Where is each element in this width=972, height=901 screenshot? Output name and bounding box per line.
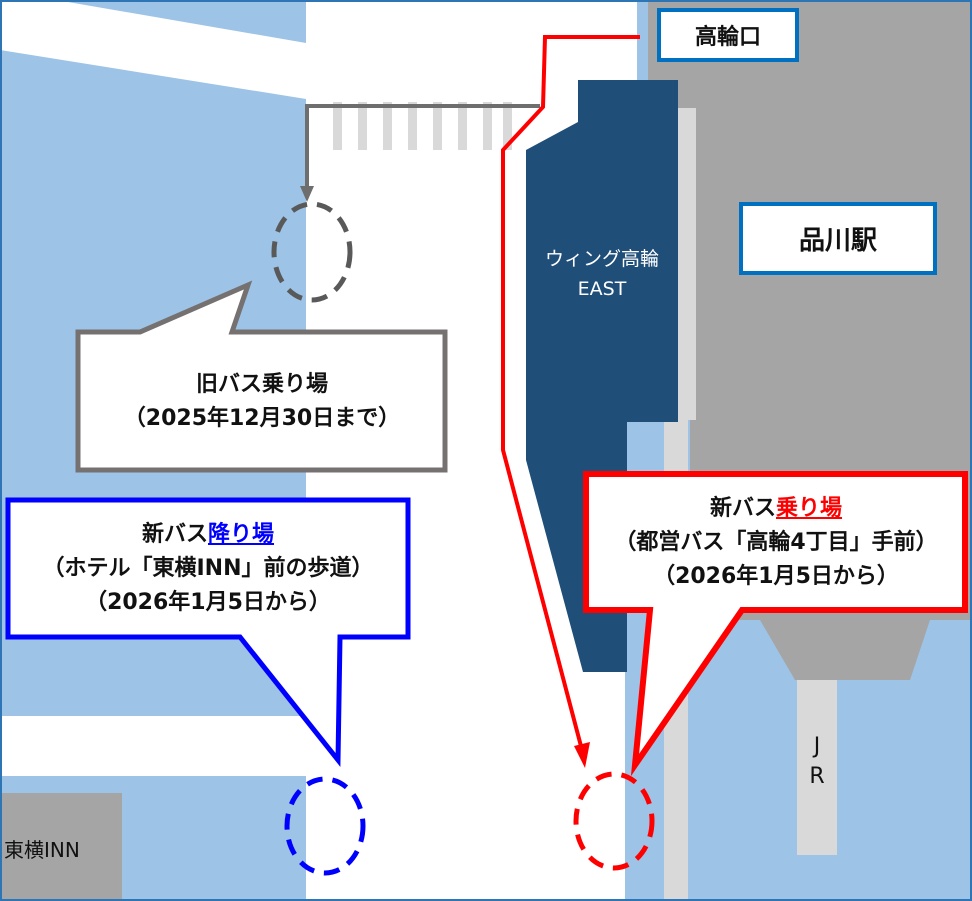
new-boarding-route-line xyxy=(501,35,640,751)
jr-j: J xyxy=(813,734,821,759)
old-route-arrow xyxy=(300,186,314,202)
wing-line1: ウィング高輪 xyxy=(544,248,659,270)
new-boarding-date: （2026年1月5日から） xyxy=(653,564,899,589)
old-route-line xyxy=(305,104,540,190)
jr-r: R xyxy=(809,764,825,789)
shinagawa-station-text: 品川駅 xyxy=(798,226,877,256)
new-boarding-prefix: 新バス xyxy=(709,496,776,521)
new-boarding-location: （都営バス「高輪4丁目」手前） xyxy=(614,530,938,555)
toyoko-inn-label: 東横INN xyxy=(4,838,80,862)
new-drop-prefix: 新バス xyxy=(141,522,208,547)
new-boarding-route-arrow xyxy=(574,742,590,768)
wing-takanawa-east-building xyxy=(526,80,678,672)
crosswalk xyxy=(333,102,512,150)
new-drop-text: 新バス降り場 （ホテル「東横INN」前の歩道） （2026年1月5日から） xyxy=(10,518,406,620)
wing-line2: EAST xyxy=(577,278,627,300)
toyoko-inn-building xyxy=(0,793,122,901)
new-boarding-highlight: 乗り場 xyxy=(776,496,843,521)
new-drop-stop-marker xyxy=(284,776,366,876)
jr-label: J R xyxy=(797,732,837,792)
new-drop-callout xyxy=(5,497,411,768)
new-drop-title: 新バス降り場 xyxy=(10,518,406,552)
new-drop-highlight: 降り場 xyxy=(208,522,275,547)
new-drop-date: （2026年1月5日から） xyxy=(85,590,331,615)
old-stop-text: 旧バス乗り場 （2025年12月30日まで） xyxy=(80,368,444,436)
side-road xyxy=(0,716,306,776)
old-stop-callout xyxy=(75,280,448,473)
takanawa-exit-text: 高輪口 xyxy=(694,25,761,50)
new-boarding-callout xyxy=(583,471,968,777)
shinagawa-station-label: 品川駅 xyxy=(739,202,937,275)
jr-track xyxy=(797,680,837,855)
new-boarding-title: 新バス乗り場 xyxy=(589,492,963,526)
new-boarding-stop-marker xyxy=(573,771,655,871)
old-stop-title: 旧バス乗り場 xyxy=(195,372,328,397)
takanawa-exit-label: 高輪口 xyxy=(657,8,799,62)
old-stop-marker xyxy=(271,201,353,303)
new-drop-location: （ホテル「東横INN」前の歩道） xyxy=(42,556,374,581)
diagonal-road xyxy=(0,2,306,99)
new-boarding-text: 新バス乗り場 （都営バス「高輪4丁目」手前） （2026年1月5日から） xyxy=(589,492,963,594)
wing-takanawa-label: ウィング高輪 EAST xyxy=(526,244,678,304)
old-stop-date: （2025年12月30日まで） xyxy=(123,406,401,431)
